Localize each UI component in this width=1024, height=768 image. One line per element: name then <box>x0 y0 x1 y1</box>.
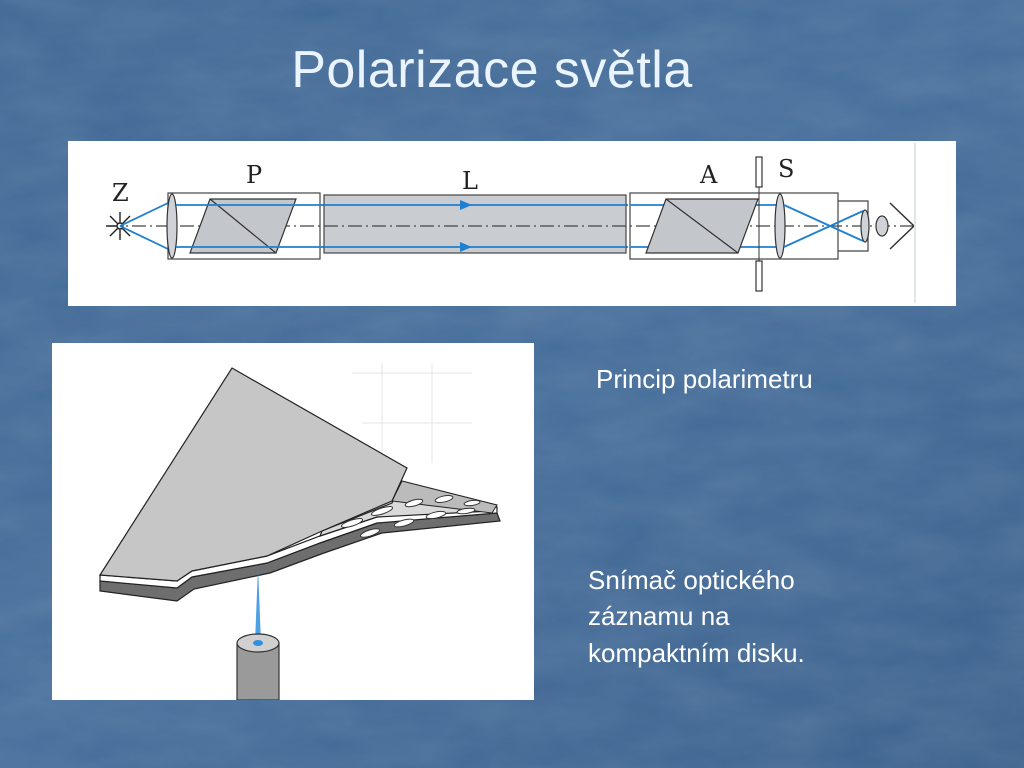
scan-edge <box>914 143 916 303</box>
analyzer-housing <box>629 192 839 260</box>
beam-arrow-upper <box>460 200 472 210</box>
label-polarizer: P <box>246 161 262 189</box>
beam-source-lower <box>119 225 169 250</box>
polarimeter-diagram: Z P L A S <box>68 141 956 306</box>
laser-beam <box>255 567 261 643</box>
data-pits <box>340 495 481 538</box>
label-analyzer: A <box>699 161 718 189</box>
cd-drawing <box>98 363 501 701</box>
sample-tube <box>323 194 627 254</box>
label-source: Z <box>112 179 129 207</box>
disc-label-surface <box>98 367 408 582</box>
scale-plate-bottom <box>755 260 763 292</box>
caption-cd-line-2: záznamu na <box>588 601 730 632</box>
slide-title: Polarizace světla <box>0 40 1024 100</box>
label-tube: L <box>462 167 478 195</box>
polarimeter-drawing: Z P L A S <box>106 143 918 303</box>
scan-artifacts <box>352 363 472 463</box>
beam-arrow-lower <box>460 242 472 252</box>
caption-polarimeter: Princip polarimetru <box>596 364 813 394</box>
beam-converge-upper <box>783 204 864 242</box>
objective-lens <box>774 193 786 259</box>
beam-converge-lower <box>783 210 864 248</box>
beam-source-upper <box>119 202 169 227</box>
laser-pickup-head <box>236 633 280 701</box>
eyepiece-lens <box>860 209 870 243</box>
cd-pickup-drawing <box>52 343 534 701</box>
caption-cd-pickup: Snímač optického záznamu na kompaktním d… <box>588 562 908 671</box>
scale-plate-top <box>755 156 763 188</box>
caption-cd-line-3: kompaktním disku. <box>588 637 805 668</box>
condenser-lens <box>166 193 178 259</box>
slide-title-text: Polarizace světla <box>291 41 693 99</box>
label-scale: S <box>778 155 794 183</box>
caption-cd-line-1: Snímač optického <box>588 565 795 595</box>
